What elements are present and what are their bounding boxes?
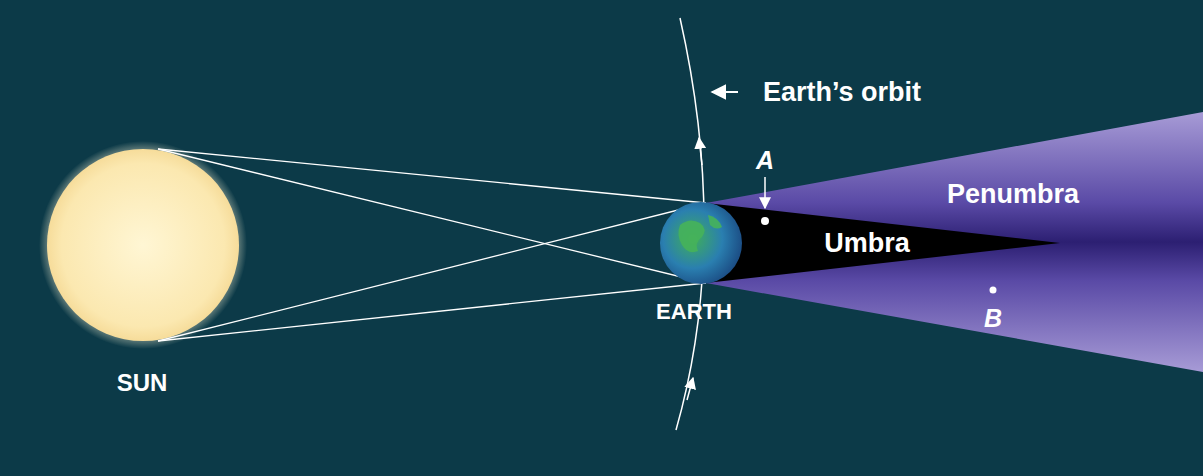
point-b bbox=[990, 287, 997, 294]
orbit-arrow bbox=[699, 138, 702, 165]
sun bbox=[47, 149, 239, 341]
sun-glow bbox=[39, 141, 247, 349]
point-label: B bbox=[984, 306, 1002, 331]
earth bbox=[660, 202, 742, 284]
earth-land bbox=[678, 220, 704, 252]
point-a bbox=[761, 217, 769, 225]
earth-land bbox=[708, 215, 722, 229]
orbit-arrow bbox=[687, 378, 693, 400]
light-rays bbox=[158, 149, 706, 341]
body-label: EARTH bbox=[656, 301, 732, 323]
orbit-label: Earth’s orbit bbox=[763, 79, 921, 106]
body-label: SUN bbox=[117, 371, 168, 395]
umbra-region bbox=[706, 203, 1060, 283]
region-label: Umbra bbox=[824, 230, 910, 257]
leader-arrow bbox=[764, 177, 766, 208]
region-label: Penumbra bbox=[947, 181, 1079, 208]
penumbra-region bbox=[706, 112, 1203, 372]
point-label: A bbox=[756, 148, 774, 173]
leader-arrow bbox=[712, 91, 738, 93]
